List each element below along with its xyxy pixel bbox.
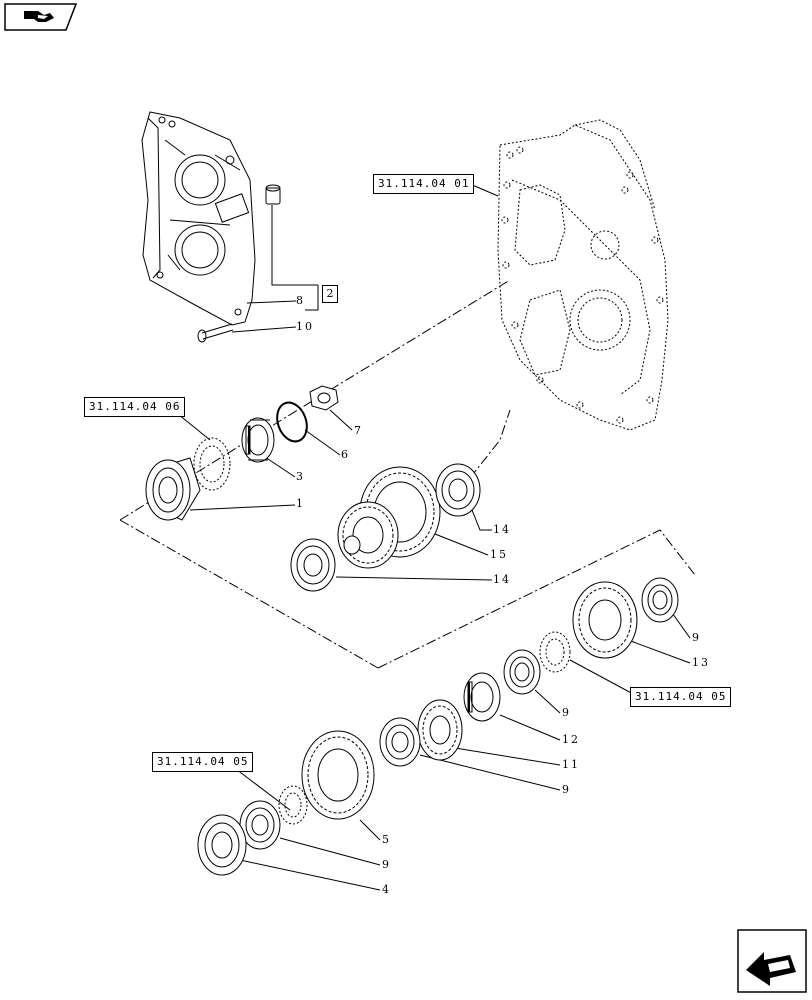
shim-washer-lower xyxy=(278,785,308,825)
callout-3: 3 xyxy=(296,470,305,483)
part-10-bolt xyxy=(197,323,234,343)
part-15-cluster-gear xyxy=(337,466,441,569)
book-navigation-icon[interactable] xyxy=(4,3,78,31)
part-14-bearing-upper xyxy=(435,463,481,517)
callout-4: 4 xyxy=(382,883,391,896)
part-5-gear xyxy=(301,730,375,820)
callout-11: 11 xyxy=(562,758,580,771)
callout-8: 8 xyxy=(296,294,305,307)
part-13-gear xyxy=(572,581,638,659)
callout-9-lower: 9 xyxy=(562,783,571,796)
part-6-snap-ring xyxy=(276,401,308,443)
callout-5: 5 xyxy=(382,833,391,846)
callout-9-right: 9 xyxy=(692,631,701,644)
part-1-ball-bearing xyxy=(145,457,201,521)
part-9-bearing-lower xyxy=(379,717,421,767)
part-3-needle-bearing xyxy=(241,417,275,463)
shim-washer-right xyxy=(539,631,571,673)
shim-washer xyxy=(193,437,231,491)
callout-14-upper: 14 xyxy=(493,523,511,536)
callout-9-left: 9 xyxy=(382,858,391,871)
part-12-needle-bearing xyxy=(463,672,501,722)
reference-31-114-04-06[interactable]: 31.114.04 06 xyxy=(84,397,186,417)
part-14-bearing-lower xyxy=(290,538,336,592)
cover-plate xyxy=(141,111,256,326)
callout-6: 6 xyxy=(341,448,350,461)
part-9-bearing-right xyxy=(641,577,679,623)
part-8-sleeve xyxy=(265,184,281,205)
callout-13: 13 xyxy=(692,656,710,669)
part-11-gear xyxy=(417,699,463,761)
reference-31-114-04-05-left[interactable]: 31.114.04 05 xyxy=(152,752,254,772)
callout-10: 10 xyxy=(296,320,314,333)
part-9-bearing-middle xyxy=(503,649,541,695)
next-page-arrow-icon[interactable] xyxy=(737,929,807,993)
reference-31-114-04-01[interactable]: 31.114.04 01 xyxy=(373,174,475,194)
transmission-housing xyxy=(497,119,669,431)
part-7-hex-nut xyxy=(309,385,339,411)
group-label-2: 2 xyxy=(322,285,338,303)
part-4-ball-bearing xyxy=(197,814,247,876)
callout-1: 1 xyxy=(296,497,305,510)
callout-7: 7 xyxy=(354,424,363,437)
callout-14-lower: 14 xyxy=(493,573,511,586)
part-9-bearing-left xyxy=(239,800,281,850)
callout-15: 15 xyxy=(490,548,508,561)
leader-lines xyxy=(167,183,691,891)
callout-12: 12 xyxy=(562,733,580,746)
callout-9-middle: 9 xyxy=(562,706,571,719)
reference-31-114-04-05-right[interactable]: 31.114.04 05 xyxy=(630,687,732,707)
